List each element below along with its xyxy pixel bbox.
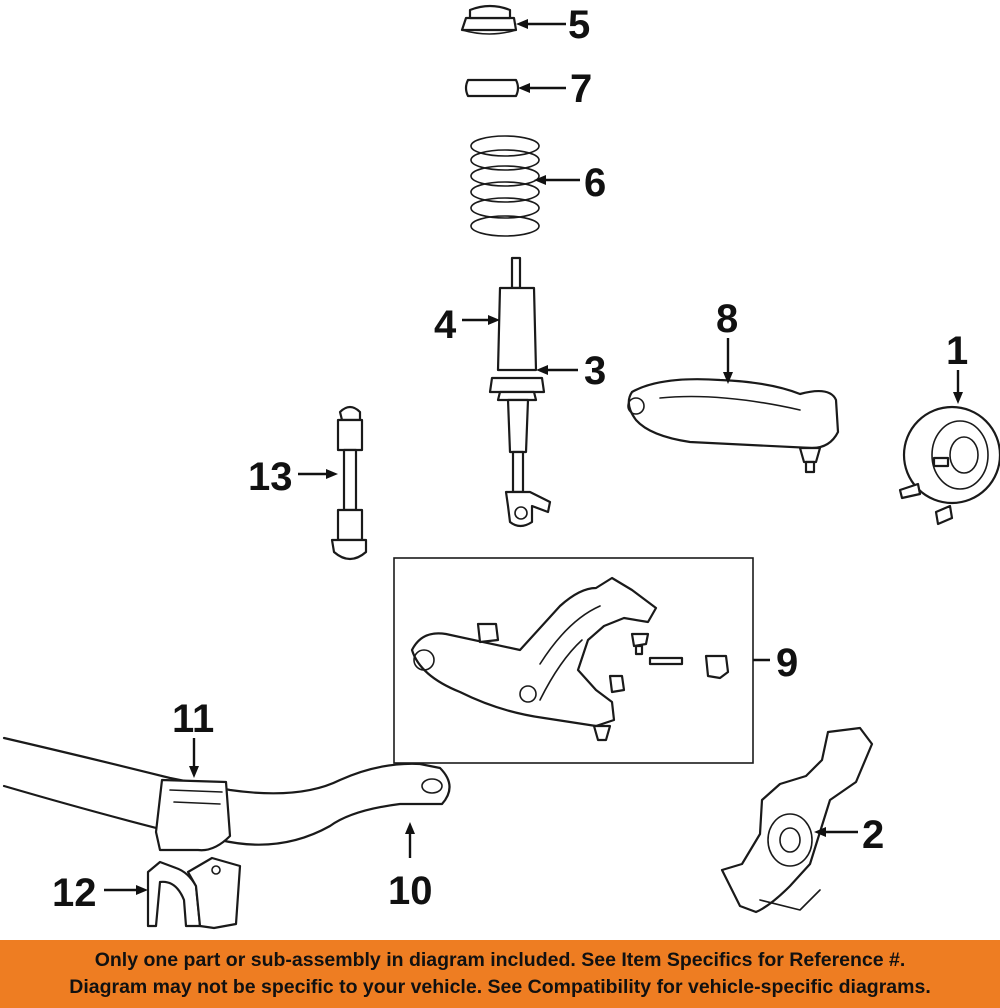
- part-12-bushing-bracket: [146, 856, 242, 930]
- part-7-bump-stop: [464, 78, 520, 98]
- part-11-stabilizer-bushing: [154, 778, 232, 852]
- callout-11: 11: [172, 697, 214, 741]
- callout-7: 7: [570, 67, 592, 111]
- disclaimer-line-1: Only one part or sub-assembly in diagram…: [94, 949, 906, 971]
- callout-8: 8: [716, 297, 738, 341]
- leader-lines: [104, 19, 963, 895]
- callout-4: 4: [434, 303, 457, 347]
- suspension-exploded-diagram: 5 7 6 4 3 8 1 13 9 11 10 12 2: [2, 3, 1000, 930]
- callout-2: 2: [862, 813, 884, 857]
- part-6-coil-spring: [470, 135, 540, 237]
- callout-3: 3: [584, 349, 606, 393]
- callout-1: 1: [946, 329, 968, 373]
- callout-6: 6: [584, 161, 606, 205]
- part-1-wheel-hub: [898, 405, 1000, 526]
- callout-13: 13: [248, 455, 293, 499]
- part-9-lower-control-arm-kit: [393, 557, 754, 764]
- callout-5: 5: [568, 3, 590, 47]
- callout-12: 12: [52, 871, 97, 915]
- callout-9: 9: [776, 641, 798, 685]
- disclaimer-line-2: Diagram may not be specific to your vehi…: [69, 976, 931, 998]
- part-3-4-strut-assembly: [488, 256, 552, 528]
- disclaimer-banner: Only one part or sub-assembly in diagram…: [0, 940, 1000, 1008]
- part-13-stabilizer-link: [330, 405, 368, 561]
- part-8-upper-control-arm: [627, 378, 840, 474]
- callout-10: 10: [388, 869, 433, 913]
- part-5-strut-mount: [460, 4, 518, 35]
- part-2-steering-knuckle: [720, 726, 874, 914]
